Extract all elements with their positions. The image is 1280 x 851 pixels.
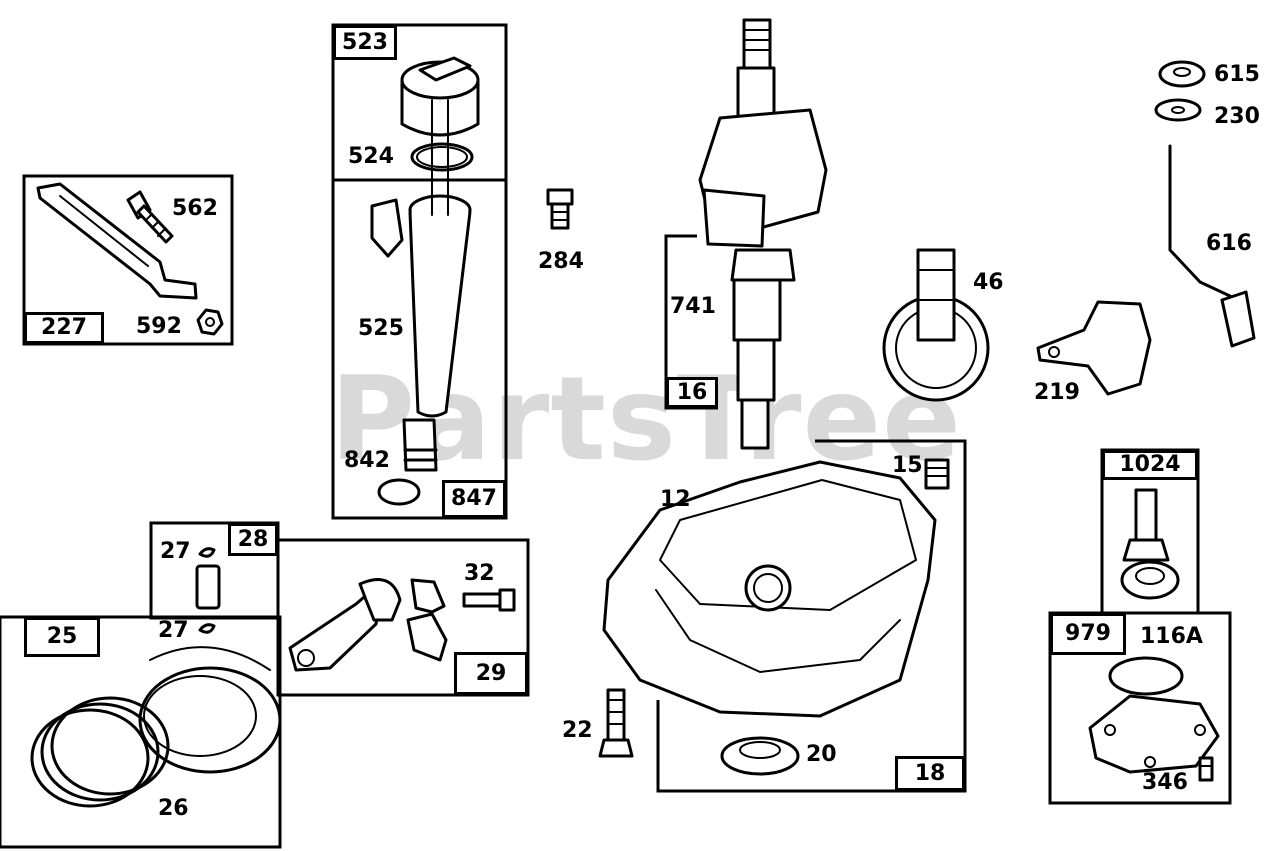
label-562: 562 [172, 196, 218, 221]
part-32-bolt [462, 588, 516, 612]
part-219-governor [1036, 300, 1152, 396]
label-28: 28 [228, 523, 278, 556]
frame-18 [656, 439, 967, 793]
label-22: 22 [562, 718, 593, 743]
part-616-governor-shaft [1168, 144, 1256, 348]
label-32: 32 [464, 561, 495, 586]
part-524-oring [410, 142, 474, 172]
label-26: 26 [158, 796, 189, 821]
part-562-bolt [126, 190, 174, 244]
label-20: 20 [806, 742, 837, 767]
part-1024-oil-pump [1120, 488, 1180, 600]
label-46: 46 [973, 270, 1004, 295]
label-1024: 1024 [1102, 450, 1198, 480]
label-219: 219 [1034, 380, 1080, 405]
label-25: 25 [24, 617, 100, 657]
part-26-piston-rings [30, 696, 170, 808]
part-28-piston-pin [195, 564, 221, 610]
part-523-cap [400, 56, 480, 137]
part-22-bolt [598, 688, 634, 758]
part-12-crankcase [602, 460, 937, 718]
label-116a: 116A [1140, 624, 1203, 649]
part-230-washer [1154, 98, 1202, 122]
label-741: 741 [670, 294, 716, 319]
label-346: 346 [1142, 770, 1188, 795]
part-284-breather [546, 188, 574, 230]
part-27-retainer-bottom [198, 623, 216, 634]
label-523: 523 [333, 25, 397, 60]
label-524: 524 [348, 144, 394, 169]
label-615: 615 [1214, 62, 1260, 87]
part-227-wrench [36, 182, 198, 300]
frame-25 [0, 615, 282, 849]
part-847-oring [377, 478, 421, 506]
part-15-plug [924, 458, 950, 490]
label-18: 18 [895, 756, 965, 791]
label-525: 525 [358, 316, 404, 341]
part-20-oil-seal [720, 736, 800, 776]
frame-847 [331, 178, 508, 520]
frame-16 [664, 234, 718, 410]
label-12: 12 [660, 487, 691, 512]
label-227: 227 [24, 312, 104, 344]
label-842: 842 [344, 448, 390, 473]
label-847: 847 [442, 480, 506, 518]
label-27-bottom: 27 [158, 618, 189, 643]
label-29: 29 [454, 652, 528, 695]
frame-979 [1048, 611, 1232, 805]
part-525-dipstick-tube [370, 99, 472, 418]
part-46-camshaft [882, 248, 990, 402]
label-230: 230 [1214, 104, 1260, 129]
part-25-piston [138, 646, 282, 774]
label-284: 284 [538, 249, 584, 274]
part-615-seal [1158, 60, 1206, 88]
part-592-nut [196, 308, 224, 336]
label-592: 592 [136, 314, 182, 339]
frame-227 [22, 174, 234, 346]
part-29-connecting-rod [288, 578, 448, 672]
label-16: 16 [666, 377, 718, 408]
part-16-crankshaft [698, 18, 828, 450]
label-616: 616 [1206, 231, 1252, 256]
label-979: 979 [1050, 613, 1126, 655]
part-979-cover [1088, 694, 1220, 774]
part-842-seal [402, 418, 438, 472]
label-27-top: 27 [160, 539, 191, 564]
part-346-screw [1198, 756, 1214, 782]
part-27-retainer-top [198, 547, 216, 558]
part-116a-gasket [1108, 656, 1184, 696]
label-15: 15 [892, 453, 923, 478]
